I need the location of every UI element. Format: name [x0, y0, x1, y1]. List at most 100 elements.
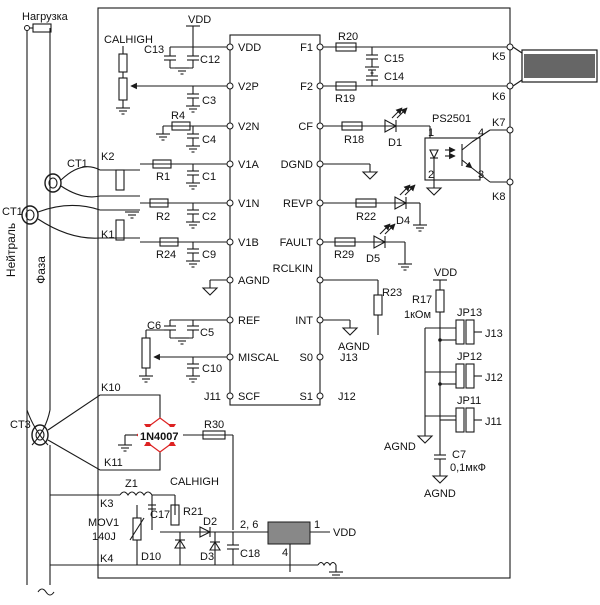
r22-label: R22	[356, 211, 376, 223]
opto-pin1-label: 1	[428, 127, 434, 139]
k5-label: K5	[492, 51, 505, 63]
pin-v2p: V2P	[238, 81, 259, 93]
c9-label: C9	[202, 249, 216, 261]
d1-led	[384, 119, 398, 133]
meter-board-outline	[97, 7, 511, 579]
regulator-pin-2-6: 2, 6	[240, 519, 258, 531]
rectifier-bridge	[135, 417, 185, 453]
j11-label: J11	[485, 416, 502, 428]
j13-s0-label: J13	[340, 352, 358, 364]
jp13-label: JP13	[457, 307, 482, 319]
pin-v2n: V2N	[238, 121, 259, 133]
pin-cf: CF	[298, 121, 313, 133]
r17-value-label: 1кОм	[404, 309, 431, 321]
bridge-label: 1N4007	[140, 431, 179, 443]
c10-label: C10	[202, 363, 222, 375]
jp12-label: JP12	[457, 351, 482, 363]
r17-label: R17	[412, 294, 432, 306]
d3-label: D3	[200, 551, 214, 563]
d4-led	[394, 196, 408, 210]
j12-s1-label: J12	[338, 391, 356, 403]
load-resistor	[32, 23, 52, 33]
pin-s0: S0	[300, 352, 313, 364]
agnd-int-label: AGND	[338, 341, 370, 353]
k6-label: K6	[492, 91, 505, 103]
phase-label: Фаза	[34, 256, 48, 284]
pin-int: INT	[295, 315, 313, 327]
burden-resistor-1	[115, 169, 125, 191]
r23-label: R23	[382, 287, 402, 299]
pin-agnd: AGND	[238, 275, 270, 287]
jumper-jp13	[425, 319, 482, 345]
regulator-pin-1: 1	[314, 519, 320, 531]
k4-label: K4	[100, 553, 113, 565]
pin-rclkin: RCLKIN	[273, 263, 313, 275]
r29-label: R29	[334, 249, 354, 261]
ic-right-pins	[316, 43, 324, 400]
c13-label: C13	[144, 44, 164, 56]
ct3-ring	[31, 424, 49, 446]
k10-label: K10	[101, 382, 121, 394]
r21-label: R21	[183, 506, 203, 518]
c12-label: C12	[200, 54, 220, 66]
c5-label: C5	[200, 327, 214, 339]
c7-label: C7	[452, 449, 466, 461]
r18-label: R18	[344, 134, 364, 146]
pin-ref: REF	[238, 315, 260, 327]
z1-choke	[119, 491, 153, 496]
pin-revp: REVP	[283, 198, 313, 210]
pin-f1: F1	[300, 42, 313, 54]
d10-label: D10	[141, 551, 161, 563]
d1-label: D1	[388, 137, 402, 149]
k3-label: K3	[100, 498, 113, 510]
r4-label: R4	[171, 110, 185, 122]
calhigh-top-label: CALHIGH	[104, 34, 153, 46]
pin-v1a: V1A	[238, 159, 259, 171]
z1-label: Z1	[125, 478, 138, 490]
ac-source-symbol	[37, 588, 55, 596]
j12-label: J12	[485, 372, 503, 384]
energy-meter-ic	[229, 34, 321, 406]
r20-label: R20	[338, 31, 358, 43]
vdd-top-label: VDD	[188, 14, 211, 26]
pin-miscal: MISCAL	[238, 352, 279, 364]
pin-v1b: V1B	[238, 237, 259, 249]
mains-wiring	[24, 23, 55, 596]
r24-label: R24	[156, 249, 176, 261]
d2-label: D2	[203, 516, 217, 528]
d3-zener	[209, 540, 221, 551]
vdd-regulator-label: VDD	[333, 527, 356, 539]
k7-label: K7	[492, 117, 505, 129]
c18-label: C18	[240, 548, 260, 560]
vdd-r17-label: VDD	[434, 267, 457, 279]
d5-label: D5	[366, 253, 380, 265]
agnd-jumper-label: AGND	[384, 441, 416, 453]
r2-label: R2	[156, 211, 170, 223]
pin-dgnd: DGND	[281, 159, 313, 171]
r30-label: R30	[204, 419, 224, 431]
pin-scf: SCF	[238, 391, 260, 403]
burden-resistor-2	[115, 219, 125, 241]
d5-led	[373, 235, 387, 249]
c6-label: C6	[147, 320, 161, 332]
c4-label: C4	[202, 134, 216, 146]
c14-label: C14	[384, 71, 404, 83]
r19-label: R19	[335, 93, 355, 105]
c1-label: C1	[202, 171, 216, 183]
k11-label: K11	[104, 457, 123, 469]
pin-f2: F2	[300, 81, 313, 93]
c2-label: C2	[202, 211, 216, 223]
mov1-label: MOV1	[88, 517, 119, 529]
c15-label: C15	[384, 53, 404, 65]
ic-left-pins	[226, 43, 234, 400]
ps2501-label: PS2501	[432, 113, 471, 125]
d4-label: D4	[396, 215, 410, 227]
load-label: Нагрузка	[22, 11, 69, 23]
optocoupler-ps2501	[424, 137, 481, 181]
ct3-label: CT3	[10, 419, 31, 431]
j13-label: J13	[485, 328, 503, 340]
agnd-c7-label: AGND	[424, 488, 456, 500]
stepper-counter-body	[524, 54, 595, 78]
c7-value-label: 0,1мкФ	[450, 462, 486, 474]
